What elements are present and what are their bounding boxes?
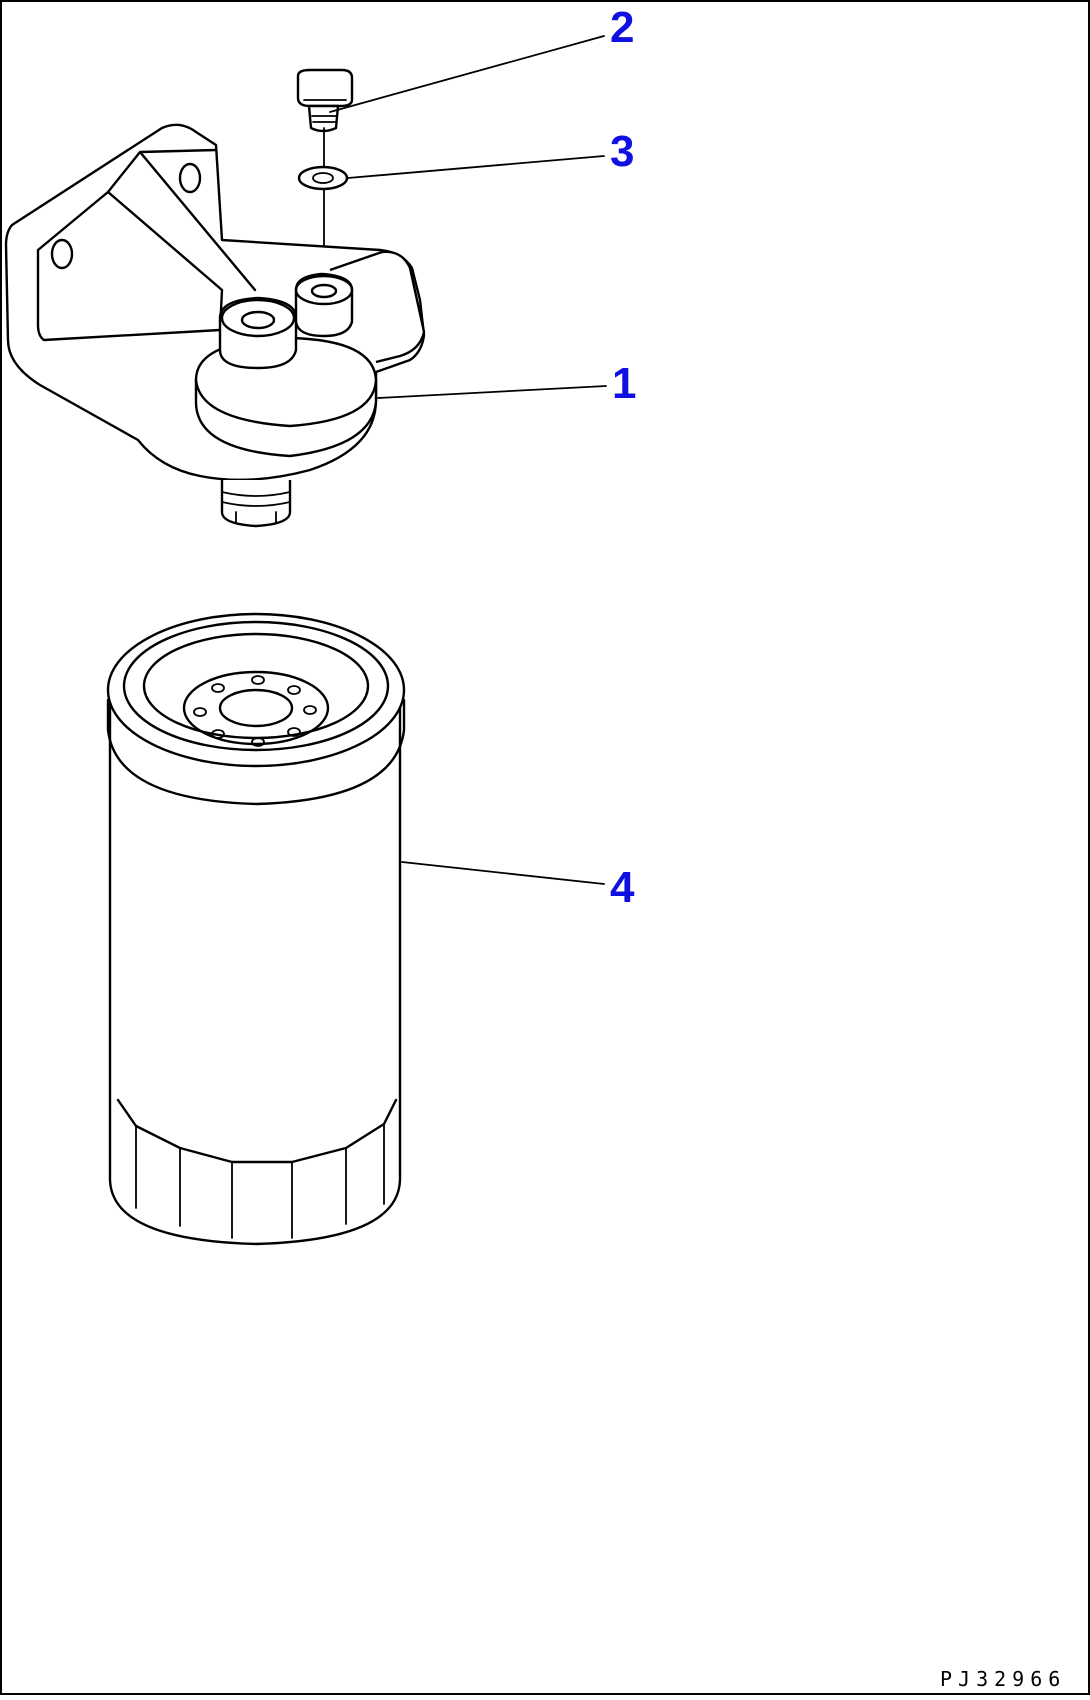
leader-lines [329, 35, 607, 885]
filter-cartridge-part [106, 612, 406, 1246]
washer-part [297, 165, 349, 191]
callout-2: 2 [610, 3, 634, 52]
bolt-part [296, 68, 354, 281]
filter-head-part [4, 123, 426, 528]
callout-3: 3 [610, 127, 634, 176]
callout-1: 1 [612, 359, 636, 408]
drawing-reference-code: PJ32966 [940, 1667, 1066, 1691]
callout-4: 4 [610, 863, 635, 912]
